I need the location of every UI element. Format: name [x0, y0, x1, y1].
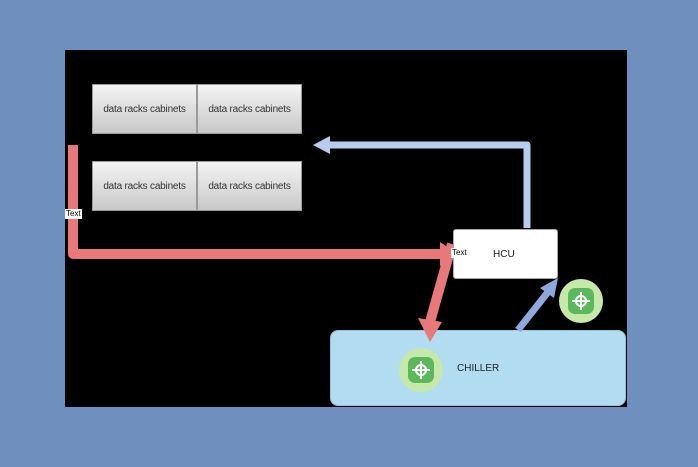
chiller-box[interactable]	[330, 330, 626, 406]
rack-cabinet-3[interactable]: data racks cabinets	[92, 161, 197, 211]
rack-label: data racks cabinets	[103, 180, 186, 192]
rack-cabinet-2[interactable]: data racks cabinets	[197, 84, 302, 134]
rack-cabinet-1[interactable]: data racks cabinets	[92, 84, 197, 134]
cold-supply-arrow	[515, 289, 551, 333]
rack-label: data racks cabinets	[208, 180, 291, 192]
rack-label: data racks cabinets	[103, 103, 186, 115]
rack-label: data racks cabinets	[208, 103, 291, 115]
pump-icon[interactable]	[559, 279, 603, 323]
text-label-2[interactable]: Text	[451, 248, 468, 258]
cold-supply-arrowhead	[540, 278, 558, 298]
pump-icon[interactable]	[399, 348, 443, 392]
hot-air-arrow	[68, 145, 440, 259]
hot-return-arrowhead	[418, 318, 442, 342]
cold-air-arrow	[330, 141, 531, 228]
hcu-box[interactable]	[453, 229, 558, 279]
chiller-label: CHILLER	[457, 363, 500, 374]
text-label-1[interactable]: Text	[65, 209, 82, 219]
cold-air-arrowhead	[313, 136, 330, 154]
hot-return-arrow	[425, 242, 457, 324]
rack-cabinet-4[interactable]: data racks cabinets	[197, 161, 302, 211]
hcu-label: HCU	[493, 249, 515, 260]
